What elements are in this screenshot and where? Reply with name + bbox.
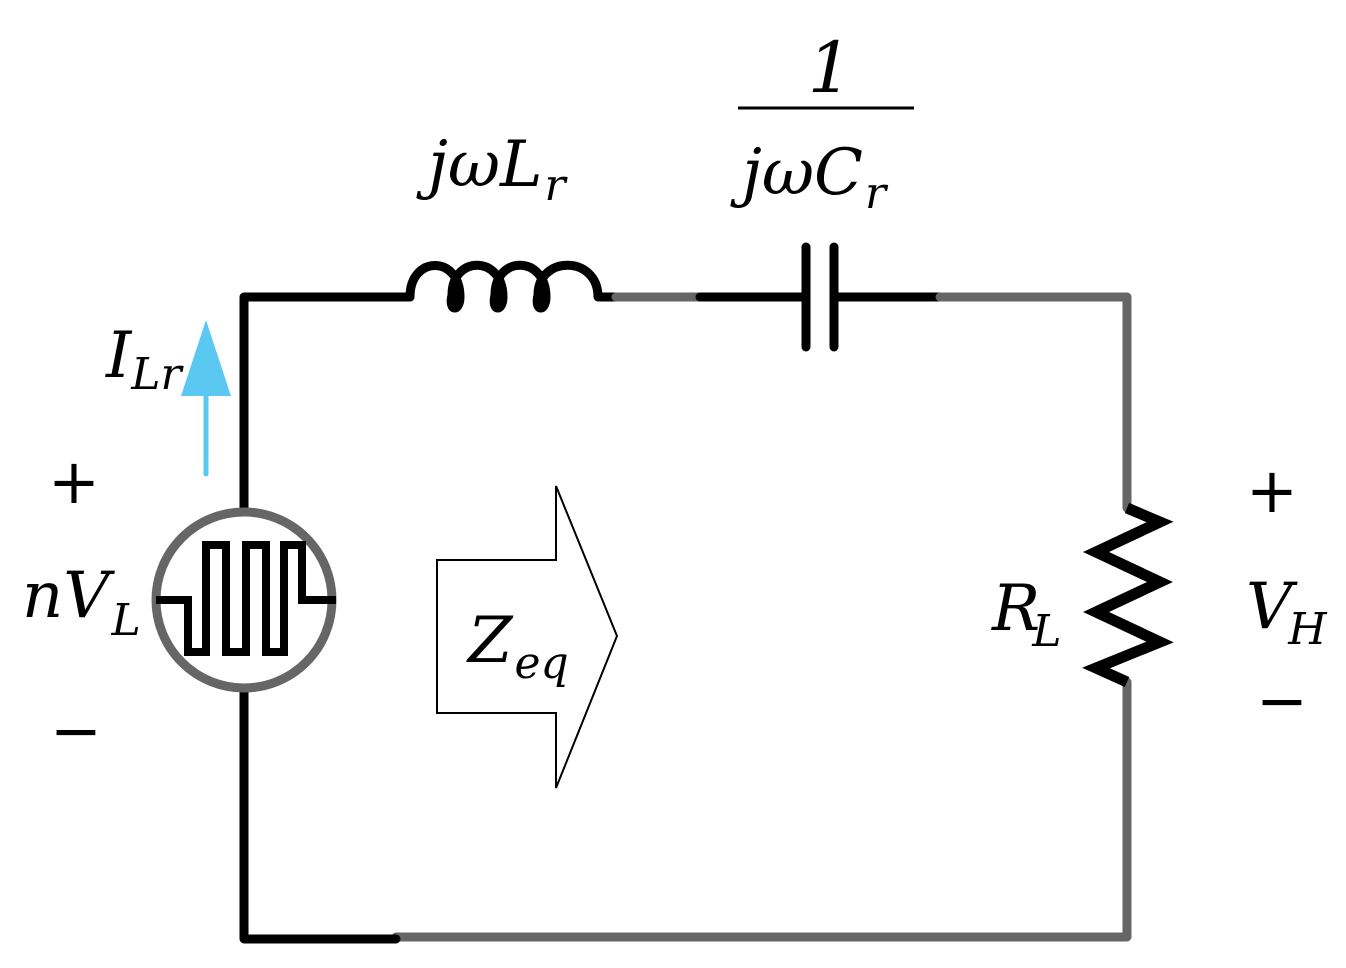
source-label-main: nV xyxy=(22,559,115,633)
source-label-sub: L xyxy=(110,595,140,646)
inductor-label-main: jωL xyxy=(416,128,543,202)
resistor-label-sub: L xyxy=(1031,606,1061,657)
output-plus-sign: + xyxy=(1246,454,1298,527)
output-label-sub: H xyxy=(1287,604,1328,655)
label-resistor: RL xyxy=(991,572,1061,657)
svg-text:nVL: nVL xyxy=(22,559,141,646)
inductor-label-sub: r xyxy=(545,160,569,211)
right-arrow-icon xyxy=(436,485,619,789)
label-capacitor: 1 jωCr xyxy=(730,27,914,219)
impedance-label-main: Z xyxy=(466,604,514,678)
impedance-label-sub: eq xyxy=(514,638,568,689)
svg-text:jωCr: jωCr xyxy=(730,136,889,219)
wire-left-top xyxy=(239,292,415,517)
wire-bottom-left xyxy=(239,683,401,944)
capacitor-label-main: jωC xyxy=(730,136,863,210)
current-label-sub: Lr xyxy=(130,349,184,400)
up-arrow-icon xyxy=(181,320,231,477)
wires xyxy=(239,292,1132,944)
svg-text:Zeq: Zeq xyxy=(466,604,569,689)
square-wave-source-icon xyxy=(151,507,337,693)
svg-text:ILr: ILr xyxy=(105,319,185,400)
output-minus-sign: − xyxy=(1256,664,1308,737)
resistor-icon xyxy=(1082,502,1174,688)
inductor-icon xyxy=(405,260,603,313)
label-output: + VH − xyxy=(1246,454,1328,737)
current-label-main: I xyxy=(105,319,133,393)
wire-bottom-right xyxy=(391,677,1132,942)
capacitor-label-sub: r xyxy=(865,168,889,219)
source-minus-sign: − xyxy=(50,694,102,767)
label-impedance: Zeq xyxy=(466,604,569,689)
svg-text:VH: VH xyxy=(1246,570,1328,655)
svg-text:RL: RL xyxy=(991,572,1061,657)
label-inductor: jωLr xyxy=(416,128,569,211)
label-source: + nVL − xyxy=(22,445,141,767)
resistor-label-main: R xyxy=(991,572,1040,646)
svg-text:jωLr: jωLr xyxy=(416,128,569,211)
label-current: ILr xyxy=(105,319,185,400)
capacitor-icon xyxy=(801,242,839,352)
wire-top-right xyxy=(935,292,1132,513)
capacitor-label-numerator: 1 xyxy=(808,27,853,109)
output-label-main: V xyxy=(1246,570,1298,644)
source-plus-sign: + xyxy=(48,445,100,518)
